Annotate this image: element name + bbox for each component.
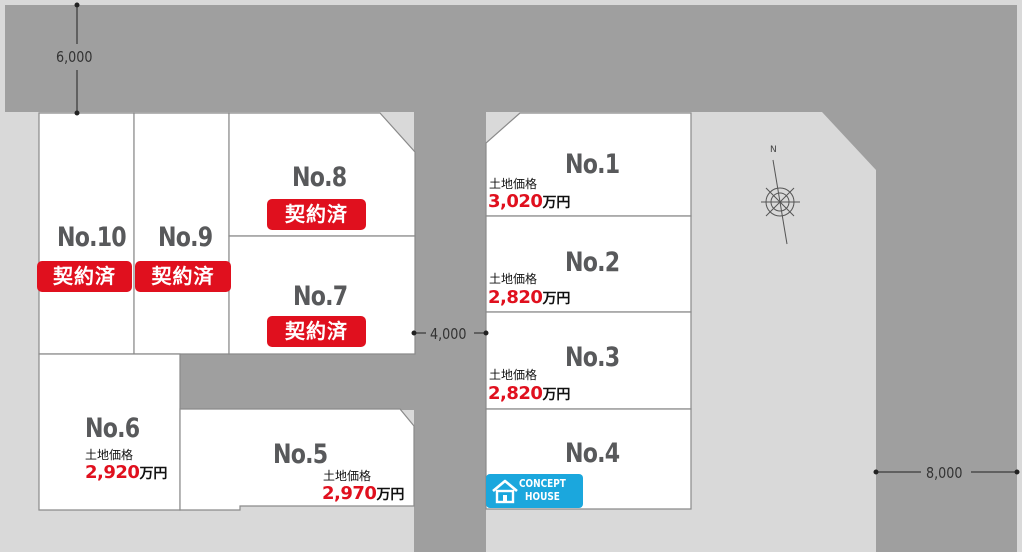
- concept-line2: HOUSE: [525, 491, 560, 503]
- plot-no5-price-label: 土地価格: [323, 469, 372, 483]
- plot-no7-label: No.7: [293, 281, 348, 312]
- plot-no4-label: No.4: [565, 438, 620, 469]
- compass-north-label: N: [770, 145, 777, 155]
- house-icon: [492, 479, 518, 504]
- plot-no5-price-value: 2,970: [322, 483, 377, 504]
- plot-no1-price-value: 3,020: [488, 191, 543, 212]
- plot-no2-price: 2,820万円: [488, 287, 570, 308]
- plot-no6-price-label: 土地価格: [85, 448, 134, 462]
- plot-no3-label: No.3: [565, 342, 620, 373]
- plot-no6-price-value: 2,920: [85, 462, 140, 483]
- middle-road-width: 4,000: [430, 325, 467, 343]
- plot-no6-price-unit: 万円: [139, 466, 168, 482]
- plot-no5[interactable]: [179, 408, 415, 511]
- plot-no8-label: No.8: [292, 162, 347, 193]
- plot-no10-label: No.10: [57, 222, 127, 253]
- plot-no1-label: No.1: [565, 149, 620, 180]
- plot-no5-price-unit: 万円: [376, 487, 405, 503]
- plot-no9-label: No.9: [158, 222, 213, 253]
- middle-road: [414, 112, 486, 552]
- plot-no5-price: 2,970万円: [322, 483, 404, 504]
- plot-no2-label: No.2: [565, 247, 620, 278]
- plot-no1-price: 3,020万円: [488, 191, 570, 212]
- plot-no6-price: 2,920万円: [85, 462, 167, 483]
- inner-road: [180, 354, 416, 410]
- plot-no10-sold-badge: 契約済: [37, 261, 132, 292]
- north-road-width: 6,000: [56, 48, 93, 66]
- plot-no7-sold-badge: 契約済: [267, 316, 366, 347]
- plot-no3-price: 2,820万円: [488, 383, 570, 404]
- plot-no3-price-label: 土地価格: [489, 368, 538, 382]
- plot-no1-price-label: 土地価格: [489, 177, 538, 191]
- plot-no5-label: No.5: [273, 439, 328, 470]
- plot-no6-label: No.6: [85, 413, 140, 444]
- plot-no1-price-unit: 万円: [542, 195, 571, 211]
- north-road: [5, 5, 1017, 112]
- plot-no3-price-value: 2,820: [488, 383, 543, 404]
- plot-no2-price-value: 2,820: [488, 287, 543, 308]
- plot-no2-price-label: 土地価格: [489, 272, 538, 286]
- east-road-width: 8,000: [926, 464, 963, 482]
- plot-no3-price-unit: 万円: [542, 387, 571, 403]
- plot-no8-sold-badge: 契約済: [267, 199, 366, 230]
- plot-no9-sold-badge: 契約済: [135, 261, 231, 292]
- dimension-lines: [74, 2, 1020, 475]
- concept-line1: CONCEPT: [519, 478, 566, 490]
- east-road: [822, 112, 1017, 552]
- compass-icon: [761, 159, 800, 245]
- plot-no2-price-unit: 万円: [542, 291, 571, 307]
